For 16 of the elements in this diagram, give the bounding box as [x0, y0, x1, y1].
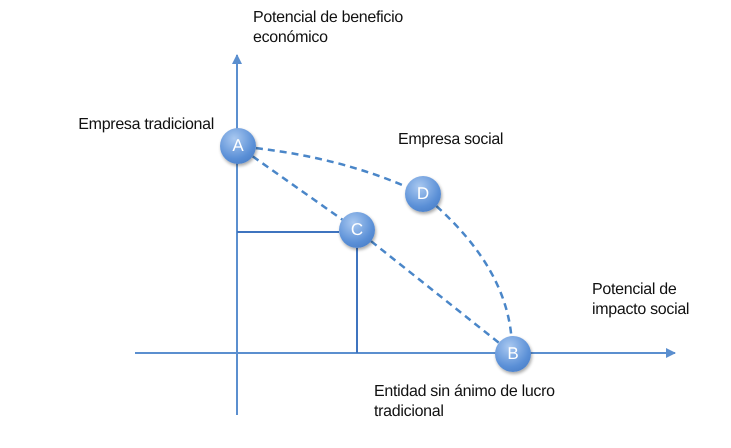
point-caption: Empresa tradicional: [78, 115, 214, 135]
axis-label: Potencial de beneficio económico: [253, 8, 404, 48]
dashed-connector: [436, 205, 513, 336]
axis-label: Potencial de impacto social: [592, 280, 690, 320]
point-caption: Entidad sin ánimo de lucro tradicional: [374, 382, 556, 422]
circle-node: [405, 176, 441, 212]
node-letter: A: [232, 136, 244, 156]
dashed-connector: [252, 155, 344, 221]
node-letter: C: [350, 220, 364, 240]
dashed-connector: [370, 240, 500, 344]
node-letter: D: [416, 184, 430, 204]
circle-node: [495, 336, 531, 372]
node-letter: B: [507, 344, 519, 364]
circle-node: [339, 212, 375, 248]
circle-node: [220, 128, 256, 164]
point-caption: Empresa social: [398, 130, 504, 150]
